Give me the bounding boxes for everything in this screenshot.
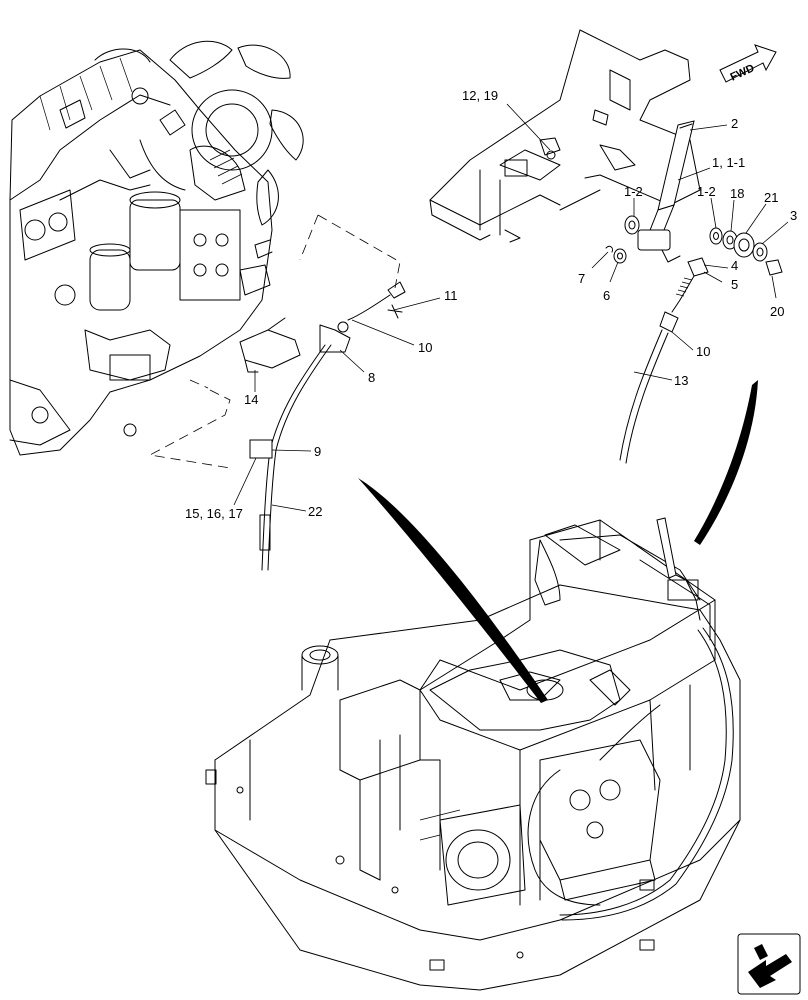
callout-7: 7 — [578, 271, 585, 286]
callout-8: 8 — [368, 370, 375, 385]
control-bracket-assembly — [429, 29, 783, 464]
detail-pointer-arrows — [358, 380, 758, 703]
callout-14: 14 — [244, 392, 258, 407]
callout-1-1-1: 1, 1-1 — [712, 155, 745, 170]
return-arrow-icon[interactable] — [737, 933, 801, 995]
engine-assembly — [9, 40, 304, 456]
callout-1-2-right: 1-2 — [697, 184, 716, 199]
callout-10-right: 10 — [696, 344, 710, 359]
mounting-reference-lines — [148, 214, 401, 469]
callout-leaders — [233, 103, 789, 512]
callout-5: 5 — [731, 277, 738, 292]
callout-13: 13 — [674, 373, 688, 388]
callout-22: 22 — [308, 504, 322, 519]
callout-10-left: 10 — [418, 340, 432, 355]
callout-18: 18 — [730, 186, 744, 201]
callout-21: 21 — [764, 190, 778, 205]
callout-11: 11 — [444, 288, 458, 303]
callout-2: 2 — [731, 116, 738, 131]
callout-15-16-17: 15, 16, 17 — [185, 506, 243, 521]
callout-12-19: 12, 19 — [462, 88, 498, 103]
forward-arrow-icon: FWD — [719, 44, 777, 84]
callout-6: 6 — [603, 288, 610, 303]
machine-frame-overview — [205, 517, 741, 991]
callout-labels: 12, 19 2 1, 1-1 1-2 1-2 18 21 3 4 5 7 6 … — [185, 88, 797, 521]
callout-3: 3 — [790, 208, 797, 223]
callout-1-2-left: 1-2 — [624, 184, 643, 199]
callout-20: 20 — [770, 304, 784, 319]
engine-side-cable — [239, 281, 406, 571]
callout-4: 4 — [731, 258, 738, 273]
callout-9: 9 — [314, 444, 321, 459]
